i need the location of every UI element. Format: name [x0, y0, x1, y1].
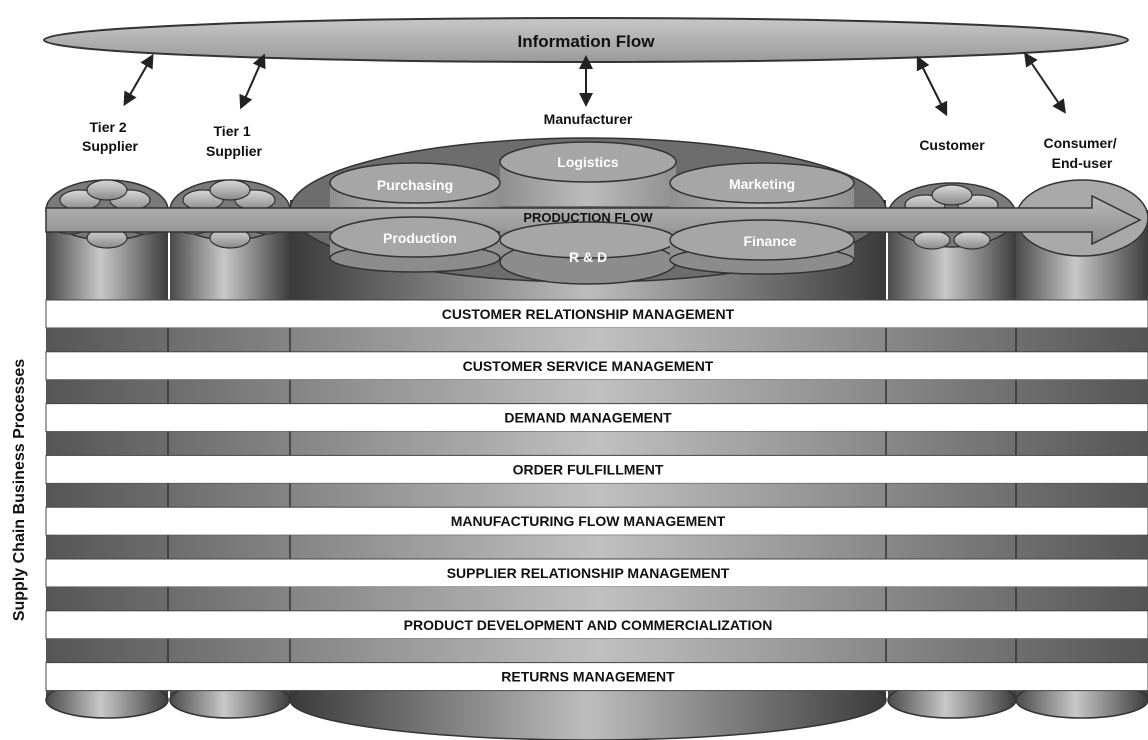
- function-rnd: R & D: [499, 221, 677, 285]
- process-label: CUSTOMER RELATIONSHIP MANAGEMENT: [442, 306, 735, 322]
- process-separator: [46, 535, 1148, 560]
- process-band: [45, 403, 1148, 433]
- side-label: Supply Chain Business Processes: [11, 359, 28, 621]
- production-flow-arrow: [45, 194, 1142, 246]
- arrow-customer: [916, 55, 948, 117]
- function-purchasing: Purchasing: [329, 162, 501, 213]
- tier1-label: Tier 1 Supplier: [206, 123, 263, 159]
- finance-label: Finance: [744, 233, 797, 249]
- rnd-label: R & D: [569, 249, 607, 265]
- purchasing-label: Purchasing: [377, 177, 453, 193]
- process-separator: [46, 638, 1148, 663]
- process-band: [45, 610, 1148, 640]
- tier2-label: Tier 2 Supplier: [82, 119, 139, 154]
- manufacturer-label: Manufacturer: [544, 111, 633, 127]
- process-label: MANUFACTURING FLOW MANAGEMENT: [451, 513, 726, 529]
- information-arrows: [123, 52, 1066, 117]
- logistics-label: Logistics: [557, 154, 619, 170]
- process-separator: [46, 483, 1148, 508]
- arrow-consumer: [1024, 52, 1066, 114]
- process-band: [45, 558, 1148, 588]
- function-logistics: Logistics: [499, 141, 677, 206]
- process-label: SUPPLIER RELATIONSHIP MANAGEMENT: [447, 565, 730, 581]
- process-separator: [46, 328, 1148, 352]
- process-separator: [46, 431, 1148, 456]
- function-finance: Finance: [669, 219, 855, 275]
- function-marketing: Marketing: [669, 162, 855, 213]
- process-bands: CUSTOMER RELATIONSHIP MANAGEMENT CUSTOMER…: [45, 299, 1148, 692]
- process-band: [45, 662, 1148, 692]
- arrow-tier1: [239, 53, 266, 110]
- process-separator: [46, 587, 1148, 611]
- consumer-label: Consumer/ End-user: [1043, 135, 1120, 171]
- manufacturer-functions: Logistics Purchasing Marketing: [329, 141, 855, 213]
- production-flow: PRODUCTION FLOW: [45, 194, 1142, 246]
- production-flow-label: PRODUCTION FLOW: [523, 210, 653, 225]
- process-label: CUSTOMER SERVICE MANAGEMENT: [463, 358, 714, 374]
- information-flow-label: Information Flow: [518, 32, 656, 51]
- arrow-tier2: [123, 53, 154, 107]
- production-label: Production: [383, 230, 457, 246]
- customer-label: Customer: [919, 137, 985, 153]
- process-label: ORDER FULFILLMENT: [513, 461, 664, 477]
- entity-labels: Tier 2 Supplier Tier 1 Supplier Manufact…: [82, 111, 1120, 171]
- process-label: DEMAND MANAGEMENT: [504, 410, 672, 426]
- manufacturer-functions-lower: R & D Production Finance: [329, 216, 855, 285]
- process-band: [45, 351, 1148, 381]
- process-label: PRODUCT DEVELOPMENT AND COMMERCIALIZATIO…: [404, 617, 773, 633]
- process-label: RETURNS MANAGEMENT: [501, 669, 675, 685]
- process-separator: [46, 379, 1148, 404]
- function-production: Production: [329, 216, 501, 273]
- marketing-label: Marketing: [729, 176, 795, 192]
- information-flow: Information Flow: [43, 17, 1129, 63]
